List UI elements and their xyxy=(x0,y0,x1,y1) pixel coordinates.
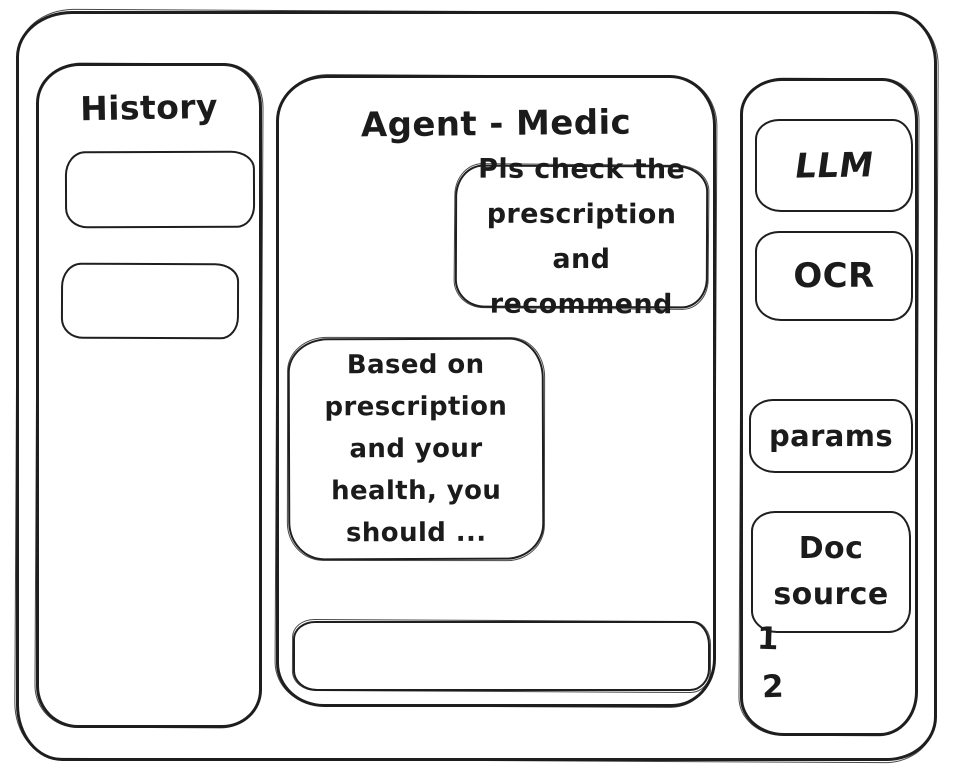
chat-panel-title: Agent - Medic xyxy=(360,102,632,146)
history-list-item[interactable] xyxy=(60,262,240,340)
history-panel-title: History xyxy=(79,86,219,129)
doc-source-item-1[interactable]: 1 xyxy=(756,620,780,658)
message-input[interactable] xyxy=(309,629,698,685)
ocr-button[interactable]: OCR xyxy=(755,231,913,321)
llm-button-label: LLM xyxy=(791,144,877,187)
chat-panel: Agent - Medic Pls check the prescription… xyxy=(276,75,716,707)
tools-panel: LLM OCR params Doc source 1 2 xyxy=(740,78,918,736)
doc-source-item-2[interactable]: 2 xyxy=(761,668,785,706)
doc-source-button-label: Doc source xyxy=(773,531,889,612)
llm-button[interactable]: LLM xyxy=(755,119,913,212)
params-button[interactable]: params xyxy=(749,399,913,473)
ocr-button-label: OCR xyxy=(793,256,875,296)
assistant-message-bubble: Based on prescription and your health, y… xyxy=(287,337,545,561)
message-input-box[interactable] xyxy=(293,621,710,691)
history-panel: History xyxy=(36,63,262,728)
history-list-item[interactable] xyxy=(64,150,256,229)
params-button-label: params xyxy=(768,419,894,453)
user-message-bubble: Pls check the prescription and recommend xyxy=(454,153,709,320)
doc-source-button[interactable]: Doc source xyxy=(751,511,911,633)
